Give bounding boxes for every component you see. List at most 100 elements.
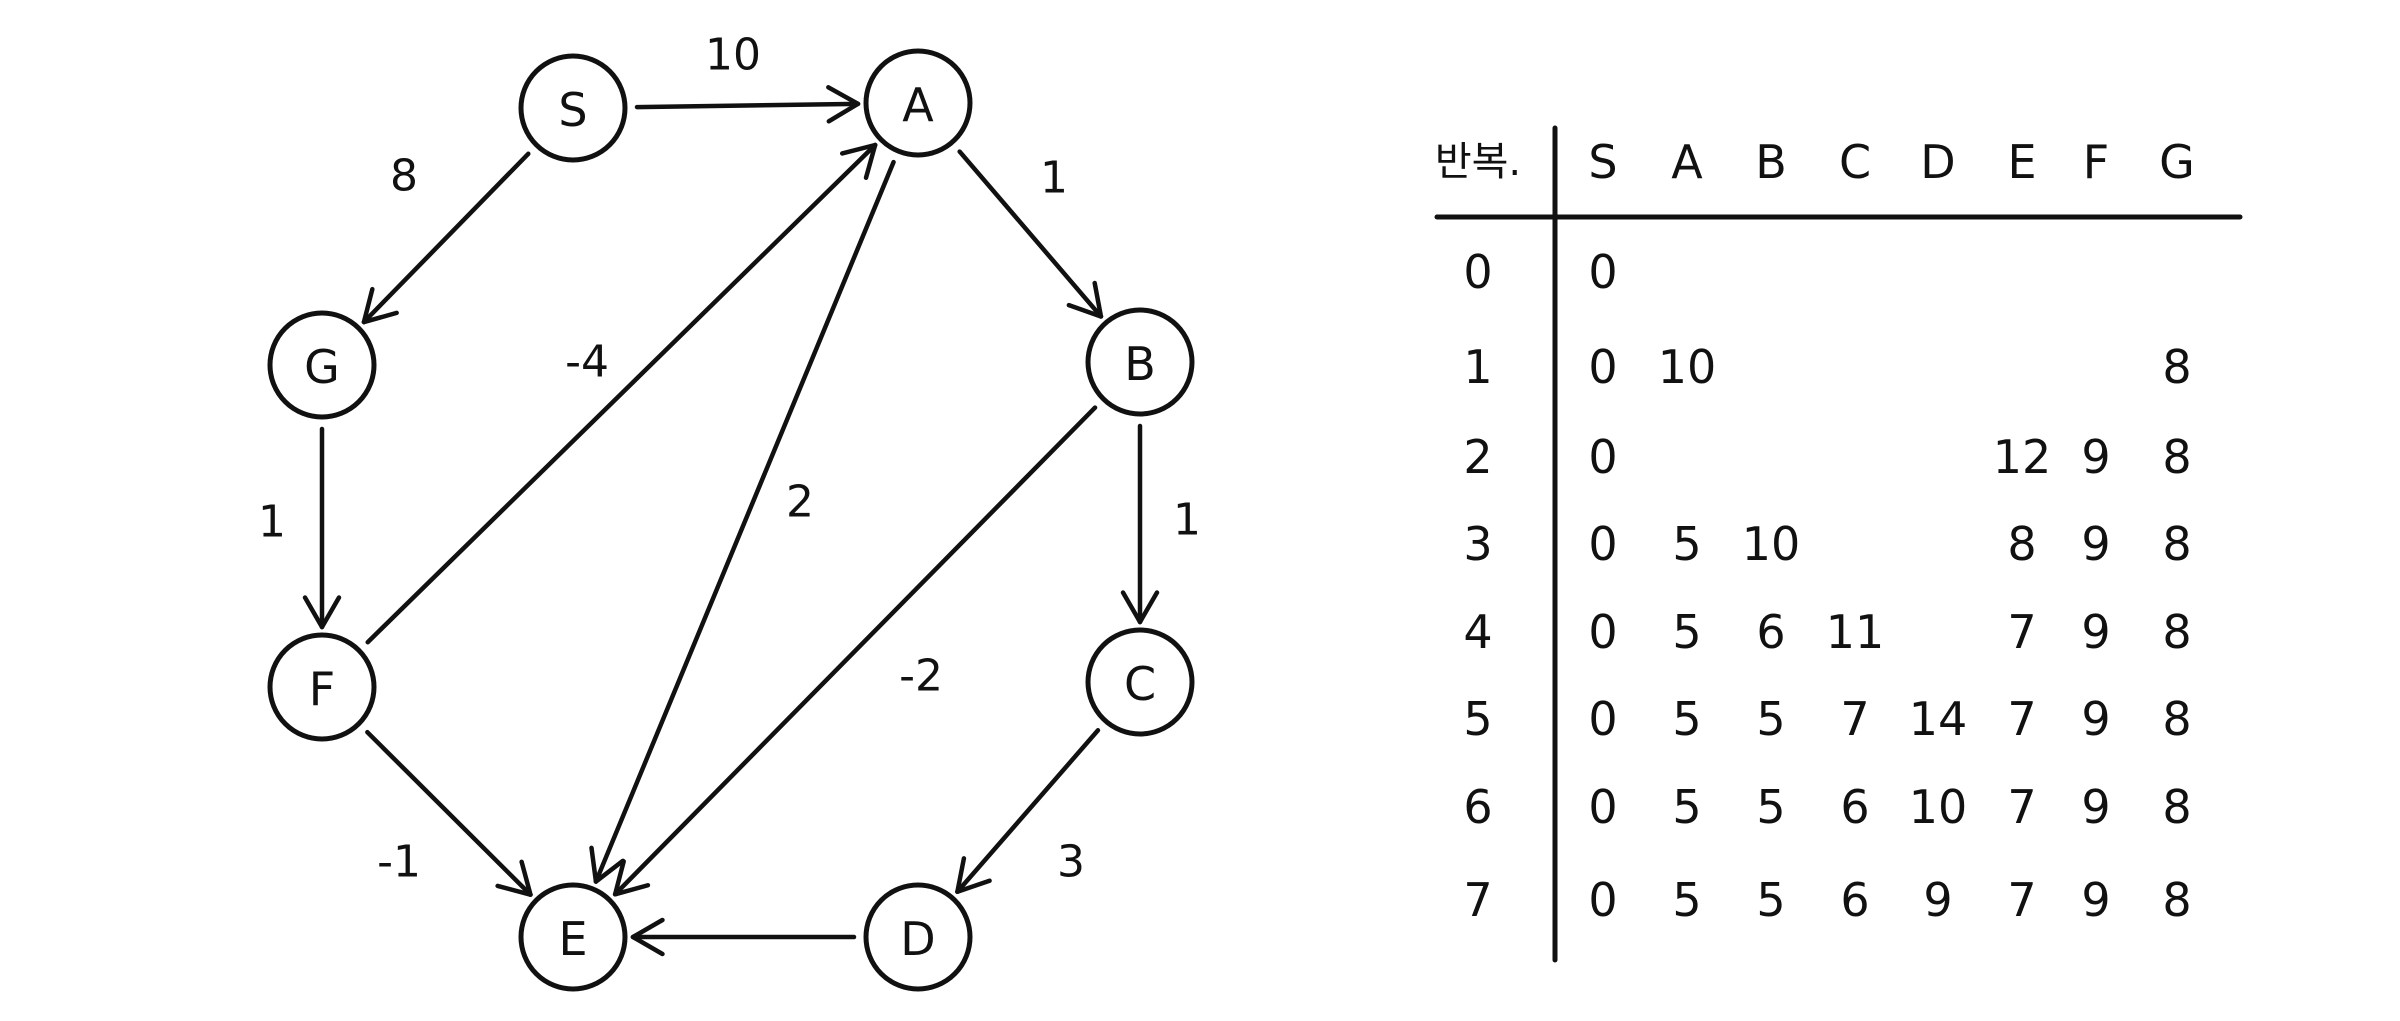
distance-cell: 5 bbox=[1756, 780, 1785, 834]
arrowhead-stroke bbox=[361, 286, 375, 325]
distance-cell: 9 bbox=[2081, 517, 2110, 571]
distance-cell: 10 bbox=[1909, 780, 1968, 834]
iteration-cell: 4 bbox=[1463, 605, 1492, 659]
distance-cell: 5 bbox=[1672, 692, 1701, 746]
distance-cell: 8 bbox=[2162, 780, 2191, 834]
distance-cell: 8 bbox=[2162, 692, 2191, 746]
header-a: A bbox=[1671, 135, 1703, 189]
edge-line bbox=[365, 142, 878, 645]
header-f: F bbox=[2083, 135, 2109, 189]
node-circle bbox=[518, 882, 628, 992]
header-iteration: 반복. bbox=[1435, 139, 1521, 185]
iteration-cell: 0 bbox=[1463, 245, 1492, 299]
edge-g-f: 1 bbox=[258, 426, 342, 630]
edge-line bbox=[957, 149, 1104, 319]
node-circle bbox=[1085, 307, 1195, 417]
node-circle bbox=[1085, 627, 1195, 737]
node-d: D bbox=[863, 882, 973, 992]
distance-cell: 8 bbox=[2162, 605, 2191, 659]
distance-cell: 12 bbox=[1993, 430, 2052, 484]
node-label: G bbox=[304, 340, 340, 394]
edge-line bbox=[365, 729, 533, 897]
arrowhead-stroke bbox=[1066, 302, 1104, 319]
arrowhead-stroke bbox=[826, 101, 861, 124]
node-e: E bbox=[518, 882, 628, 992]
distance-cell: 7 bbox=[2007, 605, 2036, 659]
node-circle bbox=[863, 882, 973, 992]
node-label: D bbox=[900, 912, 935, 966]
distance-cell: 0 bbox=[1588, 692, 1617, 746]
edge-s-g: 8 bbox=[361, 151, 531, 325]
node-circle bbox=[518, 53, 628, 163]
distance-cell: 7 bbox=[2007, 692, 2036, 746]
arrowhead-stroke bbox=[1120, 590, 1143, 625]
arrowhead-stroke bbox=[826, 85, 861, 107]
arrowhead-stroke bbox=[319, 595, 342, 630]
arrowhead-stroke bbox=[612, 882, 651, 897]
node-circle bbox=[267, 310, 377, 420]
edge-line bbox=[361, 151, 531, 325]
edge-weight-label: -4 bbox=[565, 337, 609, 388]
header-e: E bbox=[2007, 135, 2036, 189]
distance-cell: 8 bbox=[2162, 340, 2191, 394]
node-g: G bbox=[267, 310, 377, 420]
iteration-cell: 5 bbox=[1463, 692, 1492, 746]
iteration-cell: 3 bbox=[1463, 517, 1492, 571]
iteration-cell: 6 bbox=[1463, 780, 1492, 834]
arrowhead-stroke bbox=[630, 934, 665, 957]
edge-weight-label: 8 bbox=[390, 151, 418, 202]
node-a: A bbox=[863, 48, 973, 158]
distance-cell: 8 bbox=[2162, 430, 2191, 484]
edge-weight-label: 1 bbox=[258, 497, 286, 548]
distance-cell: 5 bbox=[1672, 605, 1701, 659]
distance-cell: 6 bbox=[1840, 780, 1869, 834]
edge-line bbox=[955, 728, 1101, 894]
arrowhead-stroke bbox=[630, 917, 665, 940]
header-s: S bbox=[1588, 135, 1617, 189]
distance-cell: 0 bbox=[1588, 517, 1617, 571]
distance-cell: 9 bbox=[2081, 692, 2110, 746]
arrowhead-stroke bbox=[839, 142, 878, 156]
header-b: B bbox=[1755, 135, 1787, 189]
arrowhead-stroke bbox=[593, 858, 626, 884]
arrowhead-stroke bbox=[495, 883, 533, 897]
distance-cell: 8 bbox=[2162, 517, 2191, 571]
edge-a-e: 2 bbox=[589, 159, 896, 884]
distance-cell: 14 bbox=[1909, 692, 1968, 746]
node-s: S bbox=[518, 53, 628, 163]
iteration-cell: 2 bbox=[1463, 430, 1492, 484]
arrowhead-stroke bbox=[1092, 280, 1104, 319]
edge-line bbox=[634, 101, 861, 110]
distance-cell: 7 bbox=[2007, 780, 2036, 834]
arrowhead-stroke bbox=[955, 878, 992, 894]
distance-cell: 0 bbox=[1588, 780, 1617, 834]
node-circle bbox=[863, 48, 973, 158]
header-d: D bbox=[1920, 135, 1955, 189]
edge-d-e bbox=[630, 917, 857, 957]
node-label: C bbox=[1124, 657, 1156, 711]
distance-cell: 0 bbox=[1588, 245, 1617, 299]
node-c: C bbox=[1085, 627, 1195, 737]
distance-cell: 8 bbox=[2162, 873, 2191, 927]
edge-weight-label: 1 bbox=[1040, 153, 1068, 204]
node-label: B bbox=[1124, 337, 1156, 391]
header-g: G bbox=[2159, 135, 2195, 189]
distance-cell: 0 bbox=[1588, 605, 1617, 659]
edge-b-c: 1 bbox=[1120, 423, 1201, 625]
distance-cell: 9 bbox=[1923, 873, 1952, 927]
node-label: E bbox=[558, 912, 587, 966]
edge-weight-label: 3 bbox=[1057, 837, 1085, 888]
distance-cell: 11 bbox=[1826, 605, 1885, 659]
